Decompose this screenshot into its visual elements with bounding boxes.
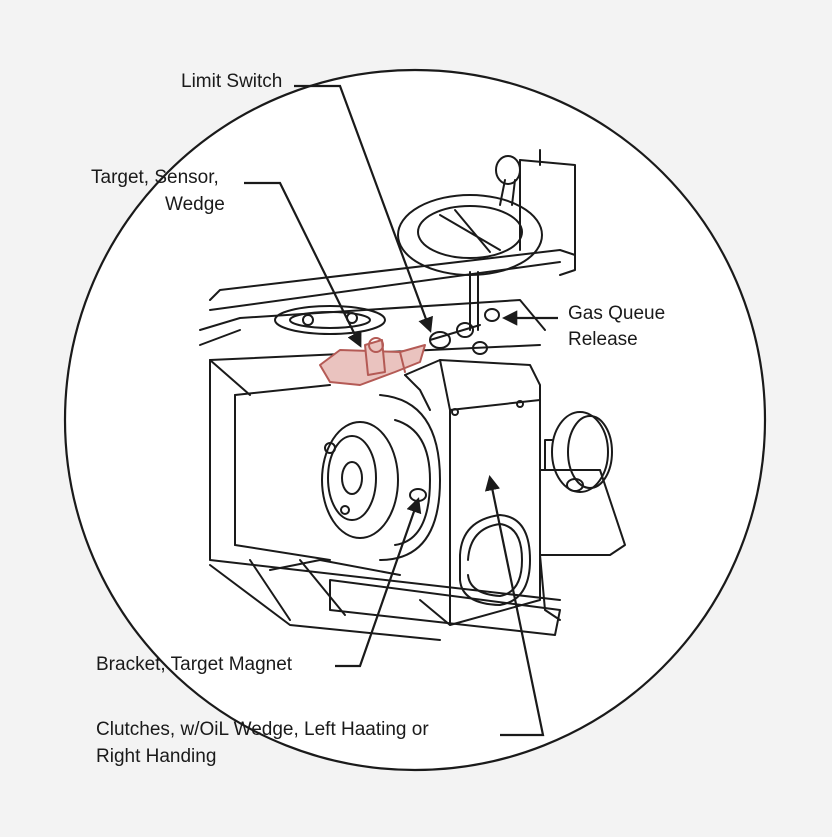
right-wheel [544,411,613,493]
leader-bracket-magnet [335,497,422,668]
leader-target-sensor [244,181,362,348]
target-bracket-highlight [319,337,426,386]
label-bracket-target-magnet: Bracket, Target Magnet [96,654,293,675]
magnified-view-circle [63,68,767,772]
label-clutches-1: Clutches, w/OiL Wedge, Left Haating or [96,719,429,740]
label-target-sensor-2: Wedge [165,194,225,215]
limit-switch-hardware [429,308,500,355]
leader-limit-switch [294,84,433,333]
label-gas-queue-2: Release [568,329,638,350]
label-target-sensor-1: Target, Sensor, [91,167,219,188]
label-limit-switch: Limit Switch [181,71,283,92]
gear-box [404,359,626,626]
base-plate [329,579,561,636]
main-housing [209,359,561,641]
label-clutches-2: Right Handing [96,746,217,767]
label-gas-queue-1: Gas Queue [568,303,666,324]
leader-clutches [484,474,545,737]
handwheel [397,155,543,331]
rear-frame [209,149,576,311]
top-deck [199,299,546,361]
